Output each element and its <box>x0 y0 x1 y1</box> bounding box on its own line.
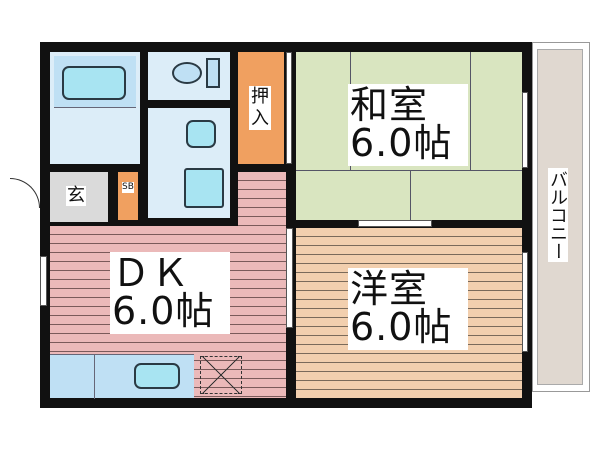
room-washroom <box>148 108 230 218</box>
washbasin <box>186 120 216 148</box>
dk-name: ＤＫ <box>112 251 191 295</box>
kitchen-sink <box>134 363 180 389</box>
fridge-space <box>200 356 242 394</box>
window-washitsu-bottom <box>358 220 432 227</box>
washitsu-size: 6.0帖 <box>350 121 453 165</box>
dk-label: ＤＫ 6.0帖 <box>110 252 230 334</box>
toilet-bowl <box>172 62 202 84</box>
washitsu-name: 和室 <box>350 83 429 127</box>
yoshitsu-size: 6.0帖 <box>350 305 453 349</box>
yoshitsu-name: 洋室 <box>350 267 429 311</box>
oshiire-door <box>286 52 292 164</box>
shoebox-label: SB <box>122 182 134 193</box>
dk-size: 6.0帖 <box>112 289 215 333</box>
bathtub <box>62 66 126 100</box>
toilet-tank <box>206 58 220 88</box>
room-toilet <box>148 52 230 100</box>
window-yoshitsu-right <box>522 252 528 352</box>
window-dk-right <box>286 228 293 328</box>
kitchen-counter <box>50 354 194 399</box>
window-dk-left <box>40 256 47 306</box>
entrance-door <box>10 178 40 208</box>
washing-machine <box>184 168 224 208</box>
window-washitsu-right <box>522 92 528 168</box>
yoshitsu-label: 洋室 6.0帖 <box>348 268 468 350</box>
balcony-label: バルコニー <box>547 168 568 262</box>
genkan-label: 玄 <box>66 185 86 206</box>
washitsu-label: 和室 6.0帖 <box>348 84 468 166</box>
room-shoebox <box>118 172 138 220</box>
dk-upper-extension <box>238 172 286 228</box>
room-bath <box>50 52 140 164</box>
oshiire-label: 押入 <box>249 86 271 130</box>
